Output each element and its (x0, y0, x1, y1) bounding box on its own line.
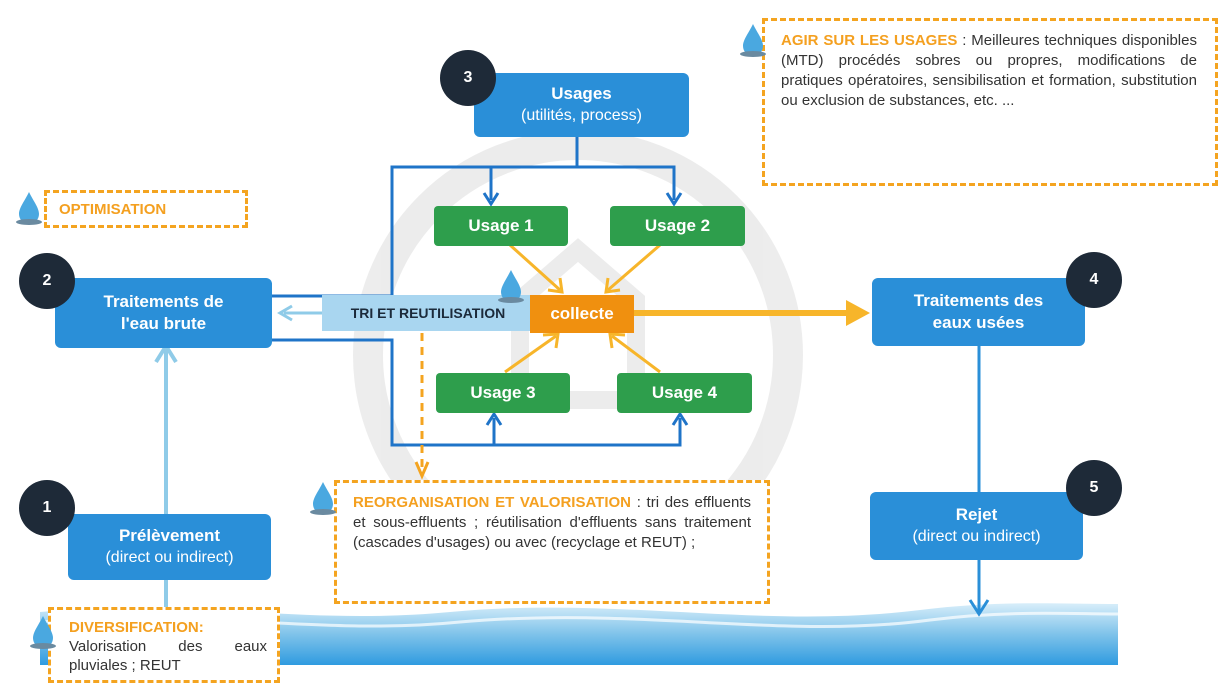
tri-reutilisation-box[interactable]: TRI ET REUTILISATION (322, 295, 534, 331)
usages-box[interactable]: Usages (utilités, process) (474, 73, 689, 137)
note-agir-label: AGIR SUR LES USAGES (781, 32, 958, 49)
rejet-box[interactable]: Rejet (direct ou indirect) (870, 492, 1083, 560)
water-drop-icon (498, 270, 524, 303)
water-drop-icon (740, 24, 766, 57)
usage-3-box[interactable]: Usage 3 (436, 373, 570, 413)
usages-subtitle: (utilités, process) (521, 107, 642, 124)
note-diversification-text: Valorisation des eaux pluviales ; REUT (69, 638, 267, 674)
traitement-brute-line1: Traitements de (103, 292, 224, 311)
note-optimisation: OPTIMISATION (44, 190, 248, 228)
collect-arrows (504, 243, 661, 374)
usage-1-box[interactable]: Usage 1 (434, 206, 568, 246)
water-drop-icon (310, 482, 336, 515)
collecte-box[interactable]: collecte (530, 295, 634, 333)
rejet-title: Rejet (955, 505, 998, 524)
note-diversification: DIVERSIFICATION: Valorisation des eaux p… (48, 607, 280, 683)
traitement-eau-brute-box[interactable]: Traitements de l'eau brute (55, 278, 272, 348)
traitement-usees-line2: eaux usées (932, 313, 1025, 332)
note-optimisation-label: OPTIMISATION (59, 201, 167, 218)
note-agir-text: : Meilleures techniques disponibles (MTD… (781, 32, 1197, 109)
water-drop-icon (16, 192, 42, 225)
usages-title: Usages (551, 84, 612, 103)
water-drop-icon (30, 616, 56, 649)
step-number-5: 5 (1066, 460, 1122, 516)
step-number-4: 4 (1066, 252, 1122, 308)
traitement-eaux-usees-box[interactable]: Traitements des eaux usées (872, 278, 1085, 346)
note-reorganisation: REORGANISATION ET VALORISATION : tri des… (334, 480, 770, 604)
prelevement-box[interactable]: Prélèvement (direct ou indirect) (68, 514, 271, 580)
water-wave (40, 603, 1118, 665)
note-reorganisation-text: : tri des effluents et sous-effluents ; … (353, 494, 751, 551)
usage-4-box[interactable]: Usage 4 (617, 373, 752, 413)
prelevement-subtitle: (direct ou indirect) (105, 549, 234, 566)
distribution-line-bottom (272, 338, 682, 447)
traitement-brute-line2: l'eau brute (120, 314, 207, 333)
step-number-2: 2 (19, 253, 75, 309)
note-agir-usages: AGIR SUR LES USAGES : Meilleures techniq… (762, 18, 1218, 186)
usage-2-box[interactable]: Usage 2 (610, 206, 745, 246)
step-number-3: 3 (440, 50, 496, 106)
note-diversification-label: DIVERSIFICATION: (69, 619, 204, 636)
note-reorganisation-label: REORGANISATION ET VALORISATION (353, 494, 632, 511)
traitement-usees-line1: Traitements des (913, 291, 1044, 310)
step-number-1: 1 (19, 480, 75, 536)
prelevement-title: Prélèvement (118, 526, 221, 545)
rejet-subtitle: (direct ou indirect) (912, 528, 1041, 545)
